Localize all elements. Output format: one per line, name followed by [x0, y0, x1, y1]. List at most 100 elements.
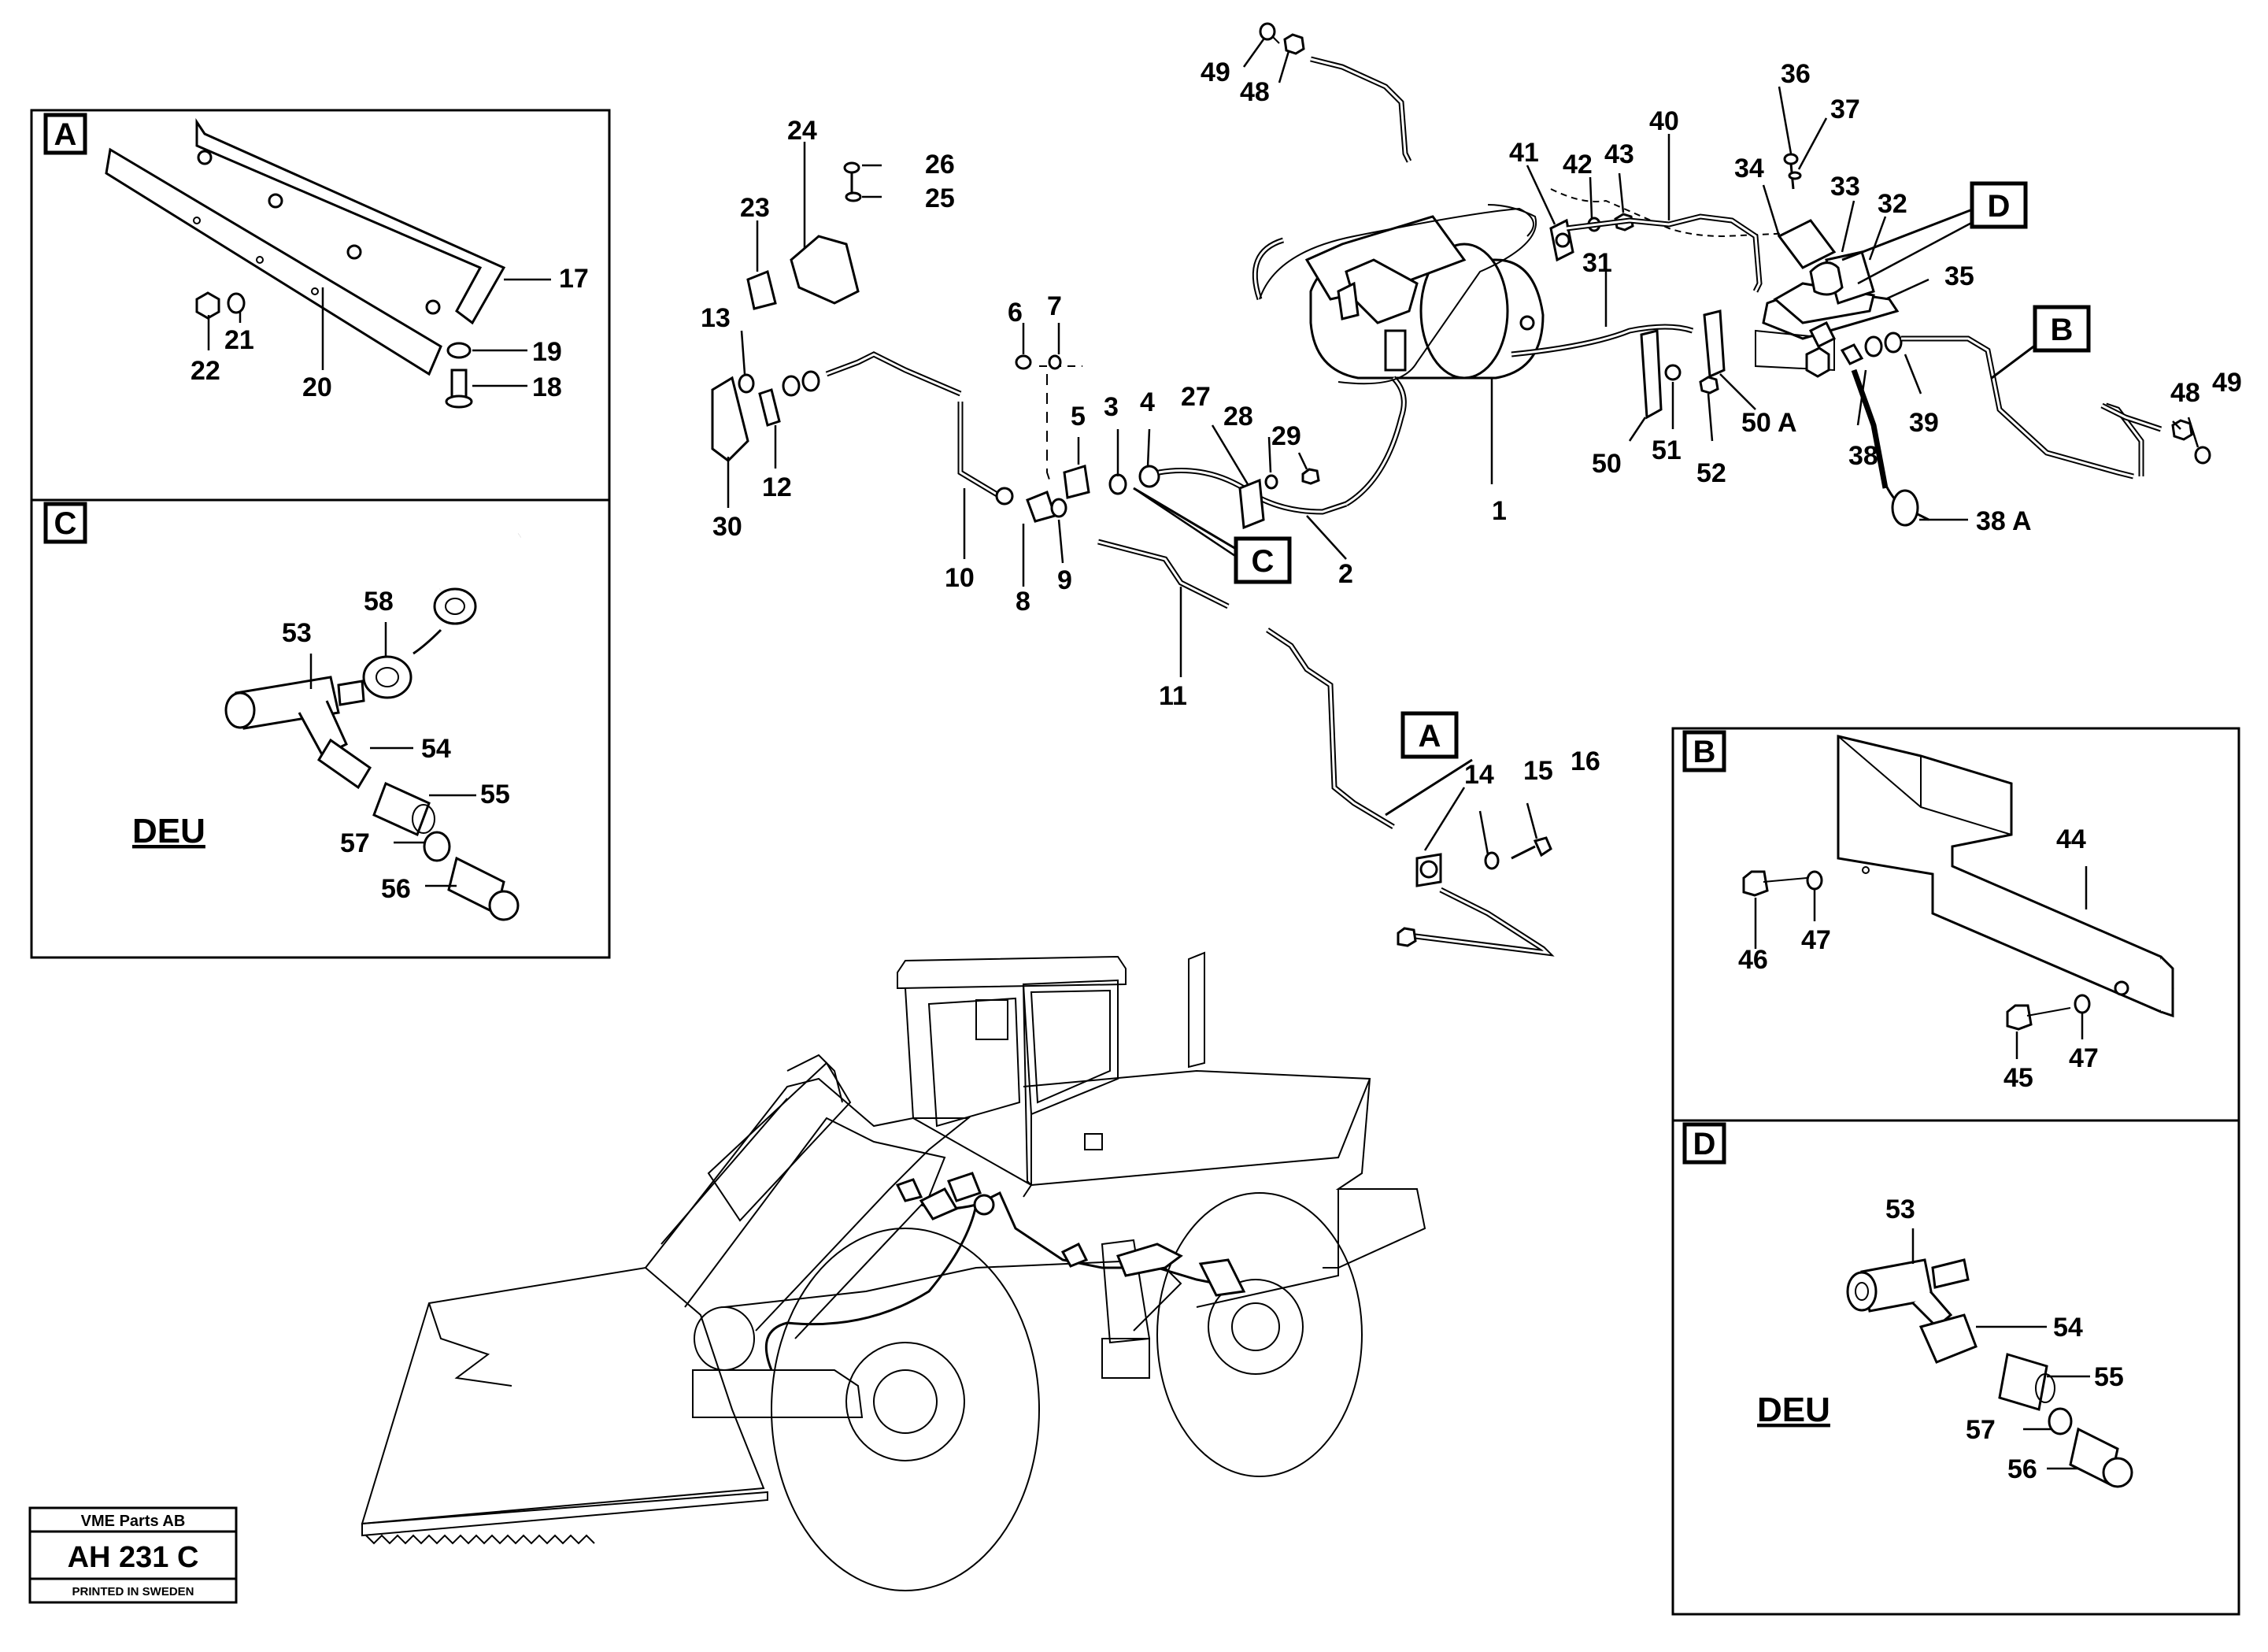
washer-57 — [423, 831, 451, 862]
detail-box-d: D 53 54 55 57 56 DEU — [1671, 1119, 2240, 1616]
label-d-53: 53 — [1885, 1195, 1915, 1224]
label-17: 17 — [559, 264, 589, 294]
label-d-deu: DEU — [1757, 1391, 1830, 1429]
label-21: 21 — [224, 325, 254, 355]
bolt-13 — [738, 373, 755, 394]
label-6: 6 — [1008, 298, 1023, 328]
label-c-55: 55 — [480, 780, 510, 809]
label-47b: 47 — [2069, 1043, 2099, 1073]
washer-7 — [1048, 354, 1062, 370]
label-10: 10 — [945, 563, 975, 593]
label-25: 25 — [925, 183, 955, 213]
label-28: 28 — [1223, 402, 1253, 432]
brake-pipe-assembly — [711, 22, 2211, 957]
label-52: 52 — [1696, 458, 1726, 488]
washer-47a — [1806, 870, 1823, 891]
label-16: 16 — [1571, 746, 1600, 776]
washer-49a — [1259, 22, 1276, 41]
label-26: 26 — [925, 150, 955, 180]
washer-49b — [2194, 446, 2211, 465]
label-24: 24 — [787, 116, 817, 146]
washer-37 — [1788, 171, 1802, 180]
title-block-printed: PRINTED IN SWEDEN — [72, 1585, 194, 1598]
label-9: 9 — [1057, 565, 1072, 595]
label-44: 44 — [2056, 824, 2086, 854]
label-50A: 50 A — [1741, 408, 1797, 438]
label-49b: 49 — [2212, 368, 2242, 398]
bolt-52 — [1699, 376, 1719, 394]
label-20: 20 — [302, 372, 332, 402]
bar-20 — [105, 147, 442, 376]
fitting-54 — [316, 738, 372, 790]
callout-b: B — [2033, 305, 2091, 353]
fitting-39 — [1884, 332, 1903, 354]
bolt-45 — [2006, 1004, 2033, 1031]
detail-box-b-letter: B — [1693, 735, 1716, 769]
detail-box-b: B 44 46 47 45 47 — [1671, 727, 2240, 1122]
label-4: 4 — [1140, 387, 1155, 417]
washer-19 — [446, 342, 472, 359]
title-block-company: VME Parts AB — [81, 1513, 186, 1530]
label-45: 45 — [2003, 1063, 2033, 1093]
washer-51 — [1664, 364, 1682, 381]
brake-valve — [1304, 215, 1467, 301]
bolt-29 — [1301, 468, 1320, 485]
washer-15 — [1484, 851, 1500, 870]
title-block-drawing-number: AH 231 C — [68, 1541, 199, 1574]
label-3: 3 — [1104, 392, 1119, 422]
label-36: 36 — [1781, 59, 1811, 89]
label-19: 19 — [532, 337, 562, 367]
washer-28 — [1264, 474, 1278, 490]
label-c-53: 53 — [282, 618, 312, 648]
label-5: 5 — [1071, 402, 1086, 432]
label-38A: 38 A — [1976, 506, 2032, 536]
label-48a: 48 — [1240, 77, 1270, 107]
fitting-3 — [1108, 473, 1127, 495]
fitting-48a — [1283, 33, 1305, 55]
fitting-34 — [1777, 219, 1837, 269]
label-34: 34 — [1734, 154, 1764, 183]
label-51: 51 — [1652, 435, 1682, 465]
svg-text:C: C — [1252, 544, 1275, 579]
label-7: 7 — [1047, 291, 1062, 321]
washer-25 — [845, 191, 862, 202]
label-27: 27 — [1181, 382, 1211, 412]
washer-21 — [227, 292, 246, 314]
label-38: 38 — [1848, 441, 1878, 471]
label-31: 31 — [1582, 248, 1612, 278]
label-30: 30 — [712, 512, 742, 542]
valve-38 — [1805, 346, 1830, 378]
title-block: VME Parts AB AH 231 C PRINTED IN SWEDEN — [28, 1506, 238, 1604]
label-1: 1 — [1492, 496, 1507, 526]
svg-text:D: D — [1988, 189, 2011, 224]
label-d-57: 57 — [1966, 1415, 1996, 1445]
label-35: 35 — [1944, 261, 1974, 291]
main-part-labels: 1 2 3 4 5 6 7 8 9 10 11 12 13 14 15 16 2… — [701, 57, 2242, 790]
label-12: 12 — [762, 472, 792, 502]
bolt-36 — [1783, 153, 1799, 165]
nut-55-d — [1998, 1353, 2048, 1411]
bracket-44 — [1837, 735, 2174, 1013]
bracket-23 — [746, 269, 777, 310]
label-40: 40 — [1649, 106, 1679, 136]
label-42: 42 — [1563, 150, 1593, 180]
fitting-9 — [1050, 498, 1067, 518]
detail-box-d-letter: D — [1693, 1127, 1716, 1161]
nut-55 — [372, 781, 431, 837]
hose-fitting — [433, 587, 477, 625]
bracket-24 — [790, 235, 860, 305]
svg-text:A: A — [1419, 719, 1441, 754]
elbow-38a — [1891, 489, 1919, 527]
label-d-54: 54 — [2053, 1313, 2083, 1343]
valve-5 — [1063, 465, 1090, 499]
callout-a: A — [1400, 711, 1459, 759]
label-8: 8 — [1016, 587, 1030, 617]
label-15: 15 — [1523, 756, 1553, 786]
label-33: 33 — [1830, 172, 1860, 202]
clip-27 — [1238, 478, 1265, 530]
label-43: 43 — [1604, 139, 1634, 169]
bracket-50 — [1640, 329, 1663, 420]
washer-57-d — [2048, 1407, 2073, 1435]
washer-47b — [2074, 994, 2091, 1014]
